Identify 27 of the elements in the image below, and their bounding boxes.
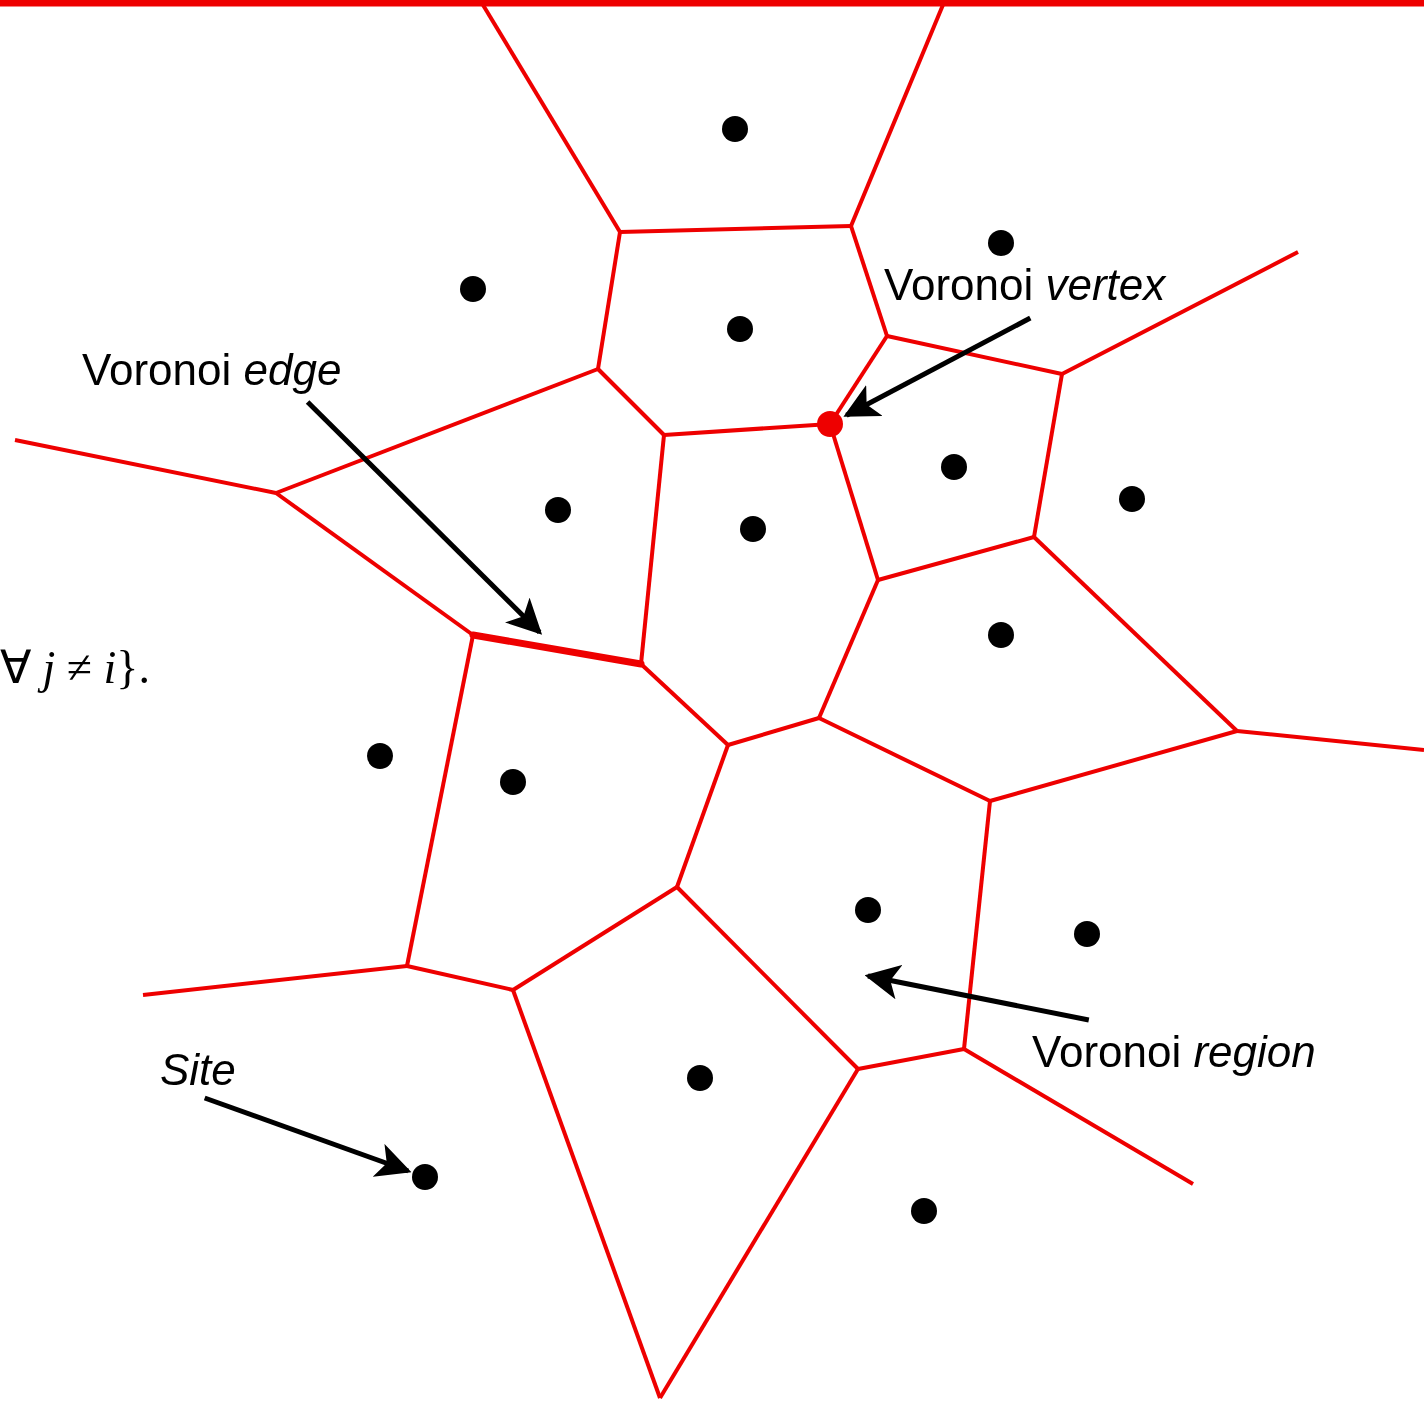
leader-arrow (864, 965, 1090, 1023)
callout-label: Voronoi region (1032, 1027, 1316, 1077)
site-dot (412, 1164, 438, 1190)
callout-label: Site (160, 1045, 236, 1095)
site-dot (545, 497, 571, 523)
site-dot (941, 454, 967, 480)
site-dot (722, 116, 748, 142)
callout-label: Voronoi edge (82, 345, 342, 395)
site-dot (687, 1065, 713, 1091)
site-dot (500, 769, 526, 795)
site-dot (988, 622, 1014, 648)
site-dot (460, 276, 486, 302)
leader-arrow (203, 1095, 412, 1177)
site-dot (855, 897, 881, 923)
site-dot (727, 316, 753, 342)
leader-arrow (843, 315, 1032, 418)
callout-label: Voronoi vertex (884, 260, 1166, 310)
voronoi-edge-line (469, 631, 645, 668)
site-dot (1074, 921, 1100, 947)
site-dot (988, 230, 1014, 256)
site-dot (367, 743, 393, 769)
leader-arrow (305, 400, 543, 635)
voronoi-vertex-dot (817, 411, 843, 437)
site-dot (1119, 486, 1145, 512)
formula-text: ∀ j ≠ i}. (0, 643, 150, 693)
site-dot (911, 1198, 937, 1224)
site-dot (740, 516, 766, 542)
